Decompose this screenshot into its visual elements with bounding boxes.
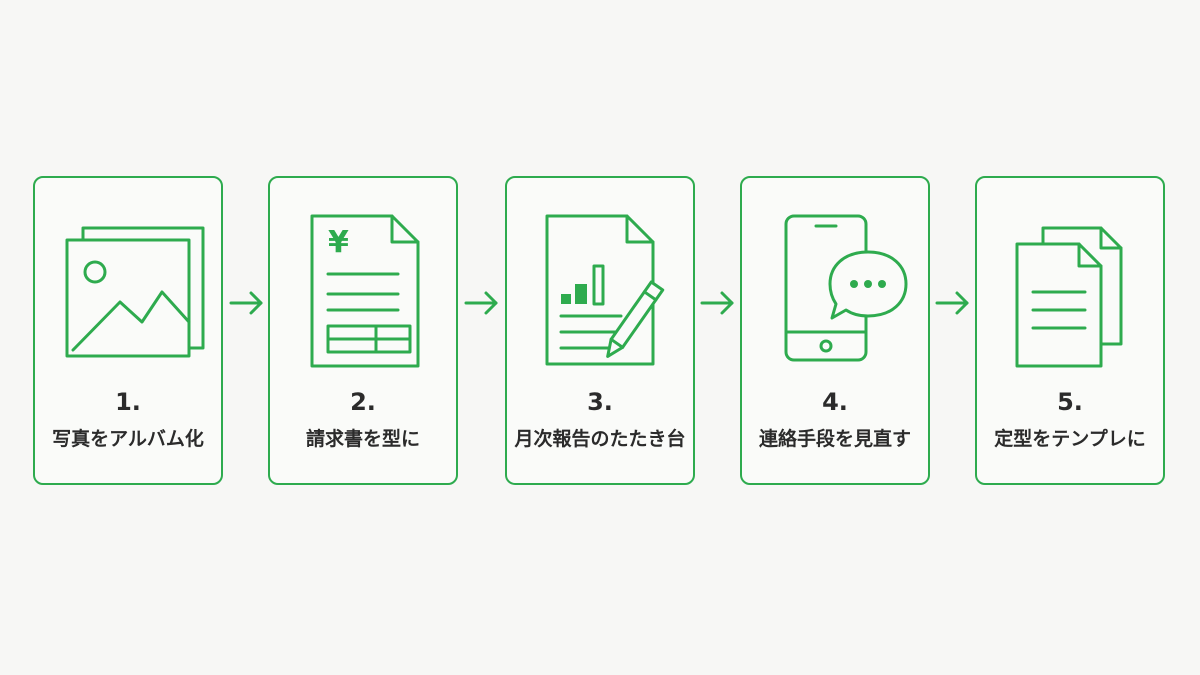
step-number: 5. xyxy=(1057,388,1083,416)
yen-symbol: ¥ xyxy=(328,225,349,260)
arrow-right-icon xyxy=(464,289,500,317)
arrow-right-icon xyxy=(935,289,971,317)
step-number: 4. xyxy=(822,388,848,416)
arrow-right-icon xyxy=(229,289,265,317)
step-number: 2. xyxy=(350,388,376,416)
smartphone-chat-icon xyxy=(752,202,922,372)
step-number: 3. xyxy=(587,388,613,416)
step-card-4: 4. 連絡手段を見直す xyxy=(740,176,930,485)
step-card-1: 1. 写真をアルバム化 xyxy=(33,176,223,485)
step-card-3: 3. 月次報告のたたき台 xyxy=(505,176,695,485)
step-label: 連絡手段を見直す xyxy=(758,428,911,450)
photo-album-icon xyxy=(45,202,215,372)
report-chart-pen-icon xyxy=(517,202,687,372)
step-number: 1. xyxy=(115,388,141,416)
step-card-5: 5. 定型をテンプレに xyxy=(975,176,1165,485)
yen-invoice-icon: ¥ xyxy=(280,202,450,372)
step-label: 写真をアルバム化 xyxy=(52,428,204,450)
step-label: 月次報告のたたき台 xyxy=(514,428,686,450)
step-card-2: ¥ 2. 請求書を型に xyxy=(268,176,458,485)
template-documents-icon xyxy=(987,202,1157,372)
arrow-right-icon xyxy=(700,289,736,317)
step-label: 定型をテンプレに xyxy=(994,428,1146,450)
step-label: 請求書を型に xyxy=(305,428,420,450)
